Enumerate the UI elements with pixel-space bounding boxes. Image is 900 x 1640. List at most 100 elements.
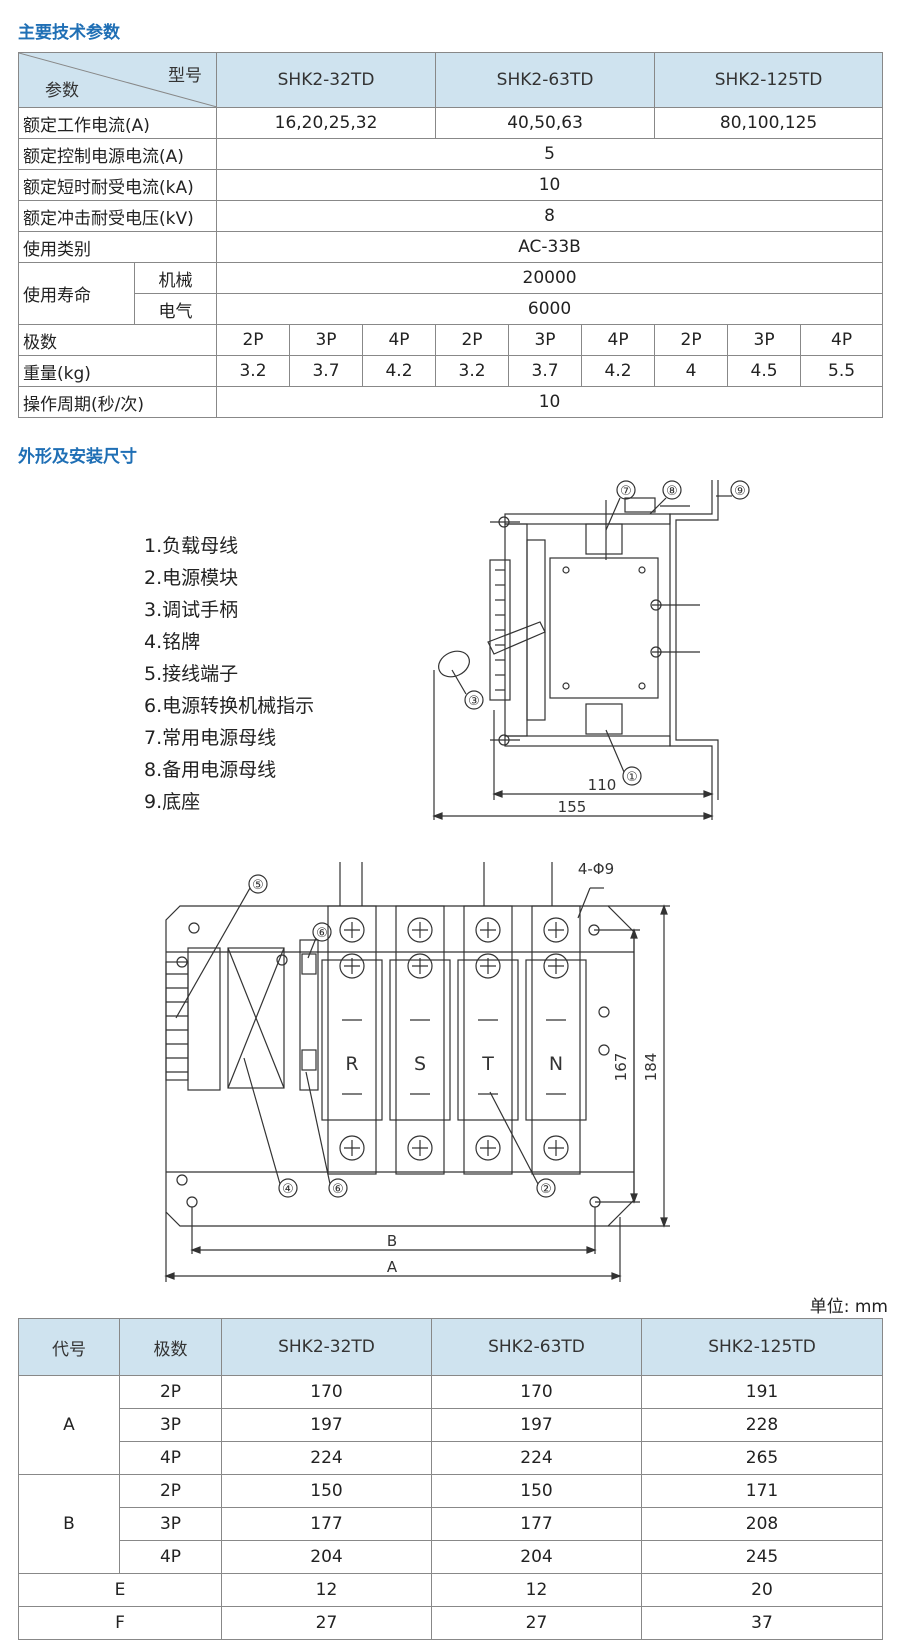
value-cell: 12: [431, 1573, 642, 1607]
callout-circle: [730, 480, 750, 500]
value-cell: 197: [221, 1408, 432, 1442]
weight-value: 4.2: [361, 355, 437, 387]
value-cell: 197: [431, 1408, 642, 1442]
section-title-dimensions: 外形及安装尺寸: [18, 447, 137, 467]
value-cell: 224: [221, 1441, 432, 1475]
row-cycle: 操作周期(秒/次) 10: [18, 386, 884, 418]
corner-cell: 型号 参数: [18, 52, 217, 108]
impulse-value: 8: [215, 200, 884, 232]
rated-current-1: 16,20,25,32: [215, 107, 437, 139]
callout-6: ⑥: [316, 926, 328, 941]
control-current-label: 额定控制电源电流(A): [18, 138, 217, 170]
corner-model-label: 型号: [168, 66, 202, 86]
electrical-label: 电气: [134, 293, 217, 325]
corner-param-label: 参数: [45, 81, 79, 101]
code-f: F: [18, 1606, 222, 1640]
weight-value: 4.2: [581, 355, 656, 387]
value-cell: 27: [431, 1606, 642, 1640]
dim-header: SHK2-63TD: [431, 1318, 642, 1376]
table-row: 4P 204 204 245: [19, 1540, 883, 1574]
poles-value: 4P: [800, 324, 884, 356]
test-handle: [487, 621, 546, 655]
holes-label: 4-Φ9: [578, 862, 614, 878]
phase-t: T: [481, 1053, 494, 1075]
table-row: F 27 27 37: [18, 1606, 883, 1640]
value-cell: 171: [641, 1474, 883, 1508]
row-short-time: 额定短时耐受电流(kA) 10: [18, 169, 884, 201]
power-module: [549, 557, 659, 699]
value-cell: 208: [641, 1507, 883, 1541]
value-cell: 150: [431, 1474, 642, 1508]
table-row: E 12 12 20: [18, 1573, 883, 1607]
table-row: 3P 177 177 208: [19, 1507, 883, 1541]
section-title-specs: 主要技术参数: [18, 23, 120, 43]
value-cell: 170: [431, 1375, 642, 1409]
terminal-block: [165, 961, 189, 1081]
pole-cell: 2P: [119, 1375, 222, 1409]
life-label: 使用寿命: [18, 262, 135, 325]
value-cell: 204: [431, 1540, 642, 1574]
poles-value: 2P: [216, 324, 290, 356]
pole-module: [463, 905, 513, 1175]
category-label: 使用类别: [18, 231, 217, 263]
callout-2: ②: [540, 1182, 552, 1197]
spec-header-row: 型号 参数 SHK2-32TD SHK2-63TD SHK2-125TD: [18, 52, 884, 108]
row-electrical-life: 电气 6000: [19, 293, 884, 325]
dim-header: 代号: [18, 1318, 120, 1376]
dim-a-label: A: [387, 1258, 398, 1276]
poles-value: 2P: [435, 324, 510, 356]
value-cell: 245: [641, 1540, 883, 1574]
callout-5: ⑤: [252, 878, 264, 893]
callout-9: ⑨: [734, 484, 746, 499]
parts-legend: 1.负载母线 2.电源模块 3.调试手柄 4.铭牌 5.接线端子 6.电源转换机…: [144, 530, 314, 818]
legend-item: 3.调试手柄: [144, 599, 239, 621]
bottom-rail: [504, 735, 671, 747]
value-cell: 191: [641, 1375, 883, 1409]
row-control-current: 额定控制电源电流(A) 5: [18, 138, 884, 170]
value-cell: 37: [641, 1606, 883, 1640]
table-row: 4P 224 224 265: [19, 1441, 883, 1475]
callout-6b: ⑥: [332, 1182, 344, 1197]
code-a: A: [18, 1375, 120, 1475]
callout-4: ④: [282, 1182, 294, 1197]
dim-header: SHK2-125TD: [641, 1318, 883, 1376]
short-time-label: 额定短时耐受电流(kA): [18, 169, 217, 201]
callout-1: ①: [626, 770, 638, 785]
unit-label: 单位: mm: [809, 1297, 888, 1317]
table-row: B 2P 150 150 171: [18, 1474, 883, 1574]
weight-value: 5.5: [800, 355, 884, 387]
pole-cell: 4P: [119, 1441, 222, 1475]
table-row: 3P 197 197 228: [19, 1408, 883, 1442]
dim-header-row: 代号 极数 SHK2-32TD SHK2-63TD SHK2-125TD: [18, 1318, 883, 1376]
weight-value: 4: [654, 355, 729, 387]
short-time-value: 10: [215, 169, 884, 201]
value-cell: 228: [641, 1408, 883, 1442]
legend-item: 4.铭牌: [144, 631, 201, 653]
value-cell: 27: [221, 1606, 432, 1640]
model-header-1: SHK2-32TD: [215, 52, 437, 108]
value-cell: 204: [221, 1540, 432, 1574]
dim-184-label: 184: [642, 1053, 660, 1082]
weight-value: 3.7: [508, 355, 583, 387]
code-e: E: [18, 1573, 222, 1607]
pole-cell: 2P: [119, 1474, 222, 1508]
rated-current-3: 80,100,125: [654, 107, 884, 139]
row-category: 使用类别 AC-33B: [18, 231, 884, 263]
row-rated-current: 额定工作电流(A) 16,20,25,32 40,50,63 80,100,12…: [18, 107, 884, 139]
row-poles: 极数 2P 3P 4P 2P 3P 4P 2P 3P 4P: [18, 324, 884, 356]
mechanical-label: 机械: [134, 262, 217, 294]
value-cell: 20: [641, 1573, 883, 1607]
row-weight: 重量(kg) 3.2 3.7 4.2 3.2 3.7 4.2 4 4.5 5.5: [18, 355, 884, 387]
rated-current-2: 40,50,63: [435, 107, 656, 139]
legend-item: 9.底座: [144, 791, 201, 813]
callout-circle: [662, 480, 682, 500]
weight-value: 3.2: [216, 355, 290, 387]
phase-s: S: [414, 1053, 426, 1075]
poles-value: 3P: [289, 324, 363, 356]
poles-value: 4P: [361, 324, 437, 356]
code-b: B: [18, 1474, 120, 1574]
pole-module: [395, 905, 445, 1175]
pole-cell: 3P: [119, 1507, 222, 1541]
corner-diagonal: [19, 53, 217, 107]
table-row: A 2P 170 170 191: [18, 1375, 883, 1475]
